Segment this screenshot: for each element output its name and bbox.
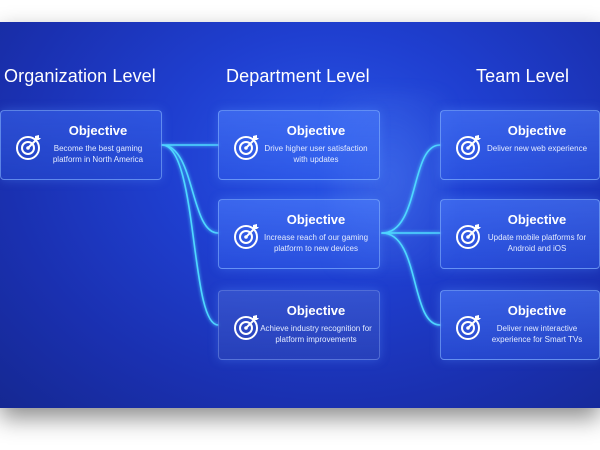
card-title: Objective xyxy=(286,123,346,138)
card-description: Deliver new web experience xyxy=(486,144,588,153)
column-title-department: Department Level xyxy=(226,66,370,86)
connector-dept2-team1 xyxy=(381,144,441,234)
target-arrow-icon xyxy=(456,135,481,160)
objective-card-department-2: Objective Increase reach of our gaming p… xyxy=(218,199,380,269)
card-description: Achieve industry recognition for platfor… xyxy=(260,324,372,344)
card-description: Drive higher user satisfaction with upda… xyxy=(264,144,368,164)
objective-card-department-3: Objective Achieve industry recognition f… xyxy=(218,290,380,360)
objective-card-organization: Objective Become the best gaming platfor… xyxy=(0,110,162,180)
connector-org-dept3 xyxy=(161,144,219,326)
card-description: Deliver new interactive experience for S… xyxy=(491,324,583,344)
card-title: Objective xyxy=(507,212,567,227)
target-arrow-icon xyxy=(234,135,259,160)
card-title: Objective xyxy=(507,303,567,318)
target-arrow-icon xyxy=(456,224,481,249)
target-arrow-icon xyxy=(234,315,259,340)
objective-card-team-3: Objective Deliver new interactive experi… xyxy=(440,290,600,360)
target-arrow-icon xyxy=(456,315,481,340)
column-title-team: Team Level xyxy=(476,66,570,86)
card-description: Increase reach of our gaming platform to… xyxy=(263,233,369,253)
connector-dept2-team3 xyxy=(381,232,441,326)
column-title-organization: Organization Level xyxy=(4,66,156,86)
target-arrow-icon xyxy=(16,135,41,160)
objective-card-department-1: Objective Drive higher user satisfaction… xyxy=(218,110,380,180)
card-description: Update mobile platforms for Android and … xyxy=(487,233,587,253)
connector-org-dept2 xyxy=(161,144,219,234)
card-title: Objective xyxy=(286,212,346,227)
objective-card-team-1: Objective Deliver new web experience xyxy=(440,110,600,180)
connector-lines xyxy=(161,144,441,326)
diagram-canvas: Organization Level Department Level Team… xyxy=(0,22,600,408)
card-title: Objective xyxy=(507,123,567,138)
card-description: Become the best gaming platform in North… xyxy=(52,144,144,164)
target-arrow-icon xyxy=(234,224,259,249)
objective-card-team-2: Objective Update mobile platforms for An… xyxy=(440,199,600,269)
card-title: Objective xyxy=(68,123,128,138)
card-title: Objective xyxy=(286,303,346,318)
